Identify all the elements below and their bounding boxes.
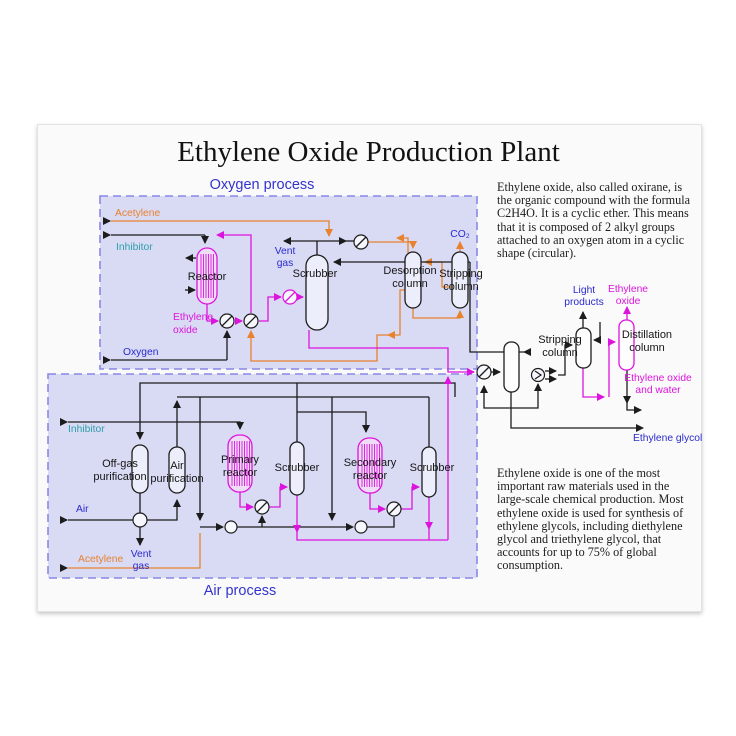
air-scrubber-left-label: Scrubber [275, 462, 320, 474]
separation-lines [480, 306, 644, 432]
reactor-tubes [200, 254, 214, 298]
heat-exchanger-icon [476, 364, 492, 380]
inhibitor-stream-label: Inhibitor [68, 424, 105, 435]
vent-gas-label: gas [277, 258, 294, 269]
ethylene-oxide-stream-label: Ethylene [173, 312, 213, 323]
distillation-column-label: column [629, 342, 664, 354]
off-gas-purification-label: Off-gas [102, 458, 138, 470]
desorption-column-label: Desorption [383, 265, 436, 277]
secondary-reactor-tubes [361, 444, 380, 487]
usage-paragraph: Ethylene oxide is one of the most import… [497, 466, 684, 573]
heat-exchanger-icon [219, 313, 235, 329]
air-scrubber-right-vessel [421, 446, 437, 498]
air-process-label: Air process [204, 583, 277, 599]
ethylene-oxide-product-label: oxide [616, 296, 641, 307]
mixer-icon [132, 512, 148, 528]
scrubber-label: Scrubber [293, 268, 338, 280]
inhibitor-stream-label: Inhibitor [116, 242, 153, 253]
secondary-reactor-vessel [357, 437, 383, 494]
air-purification-vessel [168, 446, 186, 494]
ethylene-glycol-stream-label: Ethylene glycol [633, 433, 702, 444]
distillation-column-vessel [618, 319, 635, 371]
pump-icon [354, 520, 368, 534]
heat-exchanger-icon [386, 501, 402, 517]
air-scrubber-right-label: Scrubber [410, 462, 455, 474]
oxygen-stream-label: Oxygen [123, 347, 159, 358]
air-purification-label: purification [150, 473, 203, 485]
air-stream-label: Air [76, 504, 89, 515]
air-scrubber-left-vessel [289, 441, 305, 496]
reactor-label: Reactor [188, 271, 227, 283]
compressor-icon [353, 234, 369, 250]
heat-exchanger-icon [243, 313, 259, 329]
light-products-stream-label: products [564, 297, 604, 308]
co2-stream-label: CO₂ [450, 229, 469, 240]
off-gas-purification-label: purification [93, 471, 146, 483]
ethylene-oxide-and-water-label: Ethylene oxide [624, 373, 692, 384]
distillation-column-label: Distillation [622, 329, 672, 341]
pump-icon [530, 367, 546, 383]
heat-exchanger-icon [254, 499, 270, 515]
secondary-reactor-label: Secondary [344, 457, 397, 469]
stripping-column-label: Stripping [439, 268, 482, 280]
oxygen-scrubber-vessel [305, 254, 329, 331]
off-gas-purification-vessel [131, 444, 149, 494]
oxygen-stripping-column-vessel [451, 251, 469, 309]
air-process-box [47, 373, 478, 579]
separation-stripping-column-label: Stripping [538, 334, 581, 346]
primary-reactor-label: reactor [223, 467, 258, 479]
desorption-column-label: column [392, 278, 427, 290]
vent-gas-label: Vent [131, 549, 152, 560]
ethylene-oxide-and-water-label: and water [635, 385, 681, 396]
pump-icon [224, 520, 238, 534]
vent-gas-label: gas [133, 561, 150, 572]
ethylene-oxide-product-label: Ethylene [608, 284, 648, 295]
secondary-reactor-label: reactor [353, 470, 388, 482]
air-purification-label: Air [170, 460, 184, 472]
light-products-stream-label: Light [573, 285, 595, 296]
flash-column-vessel [503, 341, 520, 393]
vent-gas-label: Vent [275, 246, 296, 257]
oxygen-process-lines [103, 217, 530, 376]
intro-paragraph: Ethylene oxide, also called oxirane, is … [497, 180, 691, 261]
oxygen-reactor-vessel [196, 247, 218, 305]
desorption-column-vessel [404, 251, 422, 309]
stripping-column-label: column [443, 281, 478, 293]
oxygen-process-label: Oxygen process [210, 177, 315, 193]
heat-exchanger-icon [282, 289, 298, 305]
acetylene-stream-label: Acetylene [78, 554, 123, 565]
separation-stripping-column-vessel [575, 327, 592, 369]
acetylene-stream-label: Acetylene [115, 208, 160, 219]
separation-stripping-column-label: column [542, 347, 577, 359]
primary-reactor-tubes [231, 441, 250, 486]
ethylene-oxide-stream-label: oxide [173, 325, 198, 336]
primary-reactor-label: Primary [221, 454, 259, 466]
poster-title: Ethylene Oxide Production Plant [177, 136, 560, 168]
primary-reactor-vessel [227, 434, 253, 493]
air-process-lines [60, 376, 456, 572]
